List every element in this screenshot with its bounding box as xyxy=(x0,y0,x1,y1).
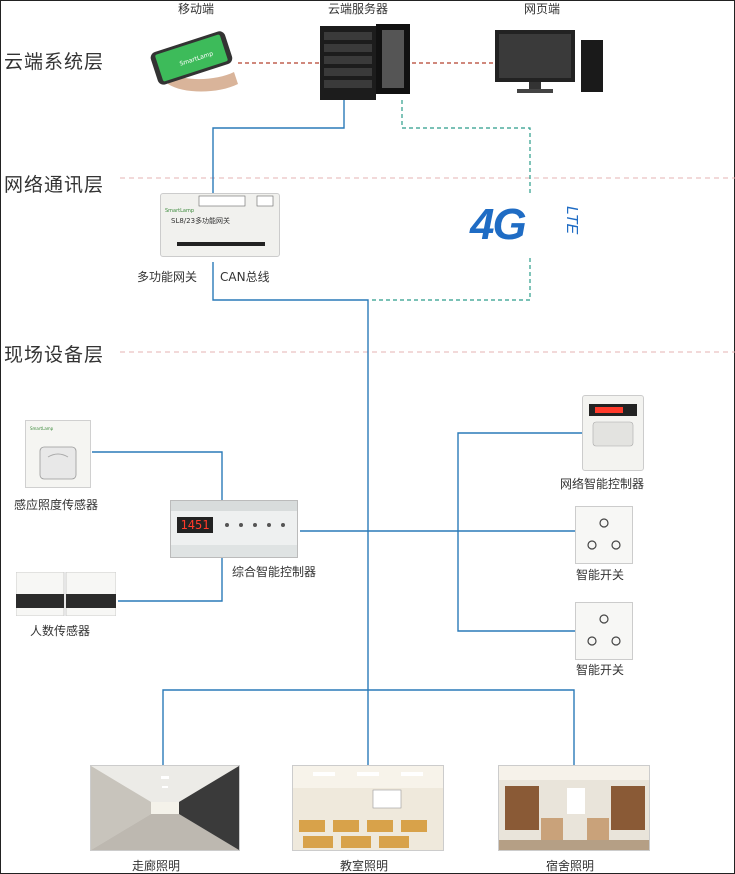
desktop-computer-icon xyxy=(495,26,605,96)
classroom-label: 教室照明 xyxy=(340,859,389,873)
smart-switch-2-label: 智能开关 xyxy=(576,663,625,677)
server-tower-icon xyxy=(318,22,413,102)
layer-field-label: 现场设备层 xyxy=(4,344,105,366)
mobile-phone-icon: SmartLamp xyxy=(148,22,240,92)
light-sensor-label: 感应照度传感器 xyxy=(14,498,99,512)
smart-switch-1-label: 智能开关 xyxy=(576,568,625,582)
link-4g-bus xyxy=(370,258,531,301)
link-server-gateway xyxy=(212,100,345,195)
corridor-label: 走廊照明 xyxy=(132,859,181,873)
dorm-label: 宿舍照明 xyxy=(546,859,595,873)
link-server-4g xyxy=(401,100,531,195)
classroom-lighting-photo xyxy=(292,765,444,851)
web-label: 网页端 xyxy=(524,2,561,16)
gateway-device: SmartLamp SL8/23多功能网关 xyxy=(160,193,280,257)
gateway-model-text: SL8/23多功能网关 xyxy=(171,217,231,225)
link-light-sensor xyxy=(92,451,223,505)
mobile-label: 移动端 xyxy=(178,2,215,16)
lte-4g-logo-icon: 4G LTE xyxy=(470,200,590,260)
smart-switch-1-device xyxy=(575,506,633,564)
network-controller-device xyxy=(582,395,644,471)
can-bus-label: CAN总线 xyxy=(220,270,270,284)
gateway-label: 多功能网关 xyxy=(137,270,198,284)
lte-text: LTE xyxy=(563,206,580,235)
network-controller-label: 网络智能控制器 xyxy=(560,477,645,491)
integrated-controller-device: 1451 xyxy=(170,500,298,558)
svg-text:SmartLamp: SmartLamp xyxy=(30,426,54,431)
light-sensor-device: SmartLamp xyxy=(25,420,91,488)
smart-switch-2-device xyxy=(575,602,633,660)
people-sensor-label: 人数传感器 xyxy=(30,624,91,638)
server-label: 云端服务器 xyxy=(328,2,389,16)
layer-cloud-label: 云端系统层 xyxy=(4,51,105,73)
link-right-devices xyxy=(457,432,582,632)
layer-network-label: 网络通讯层 xyxy=(4,174,105,196)
lte-4g-text: 4G xyxy=(470,200,527,249)
people-sensor-device xyxy=(15,571,117,617)
link-people-sensor xyxy=(118,558,223,602)
can-bus-line xyxy=(212,262,369,690)
controller-display: 1451 xyxy=(177,517,213,533)
svg-text:SmartLamp: SmartLamp xyxy=(165,208,194,214)
controller-label: 综合智能控制器 xyxy=(232,565,317,579)
corridor-lighting-photo xyxy=(90,765,240,851)
dorm-lighting-photo xyxy=(498,765,650,851)
